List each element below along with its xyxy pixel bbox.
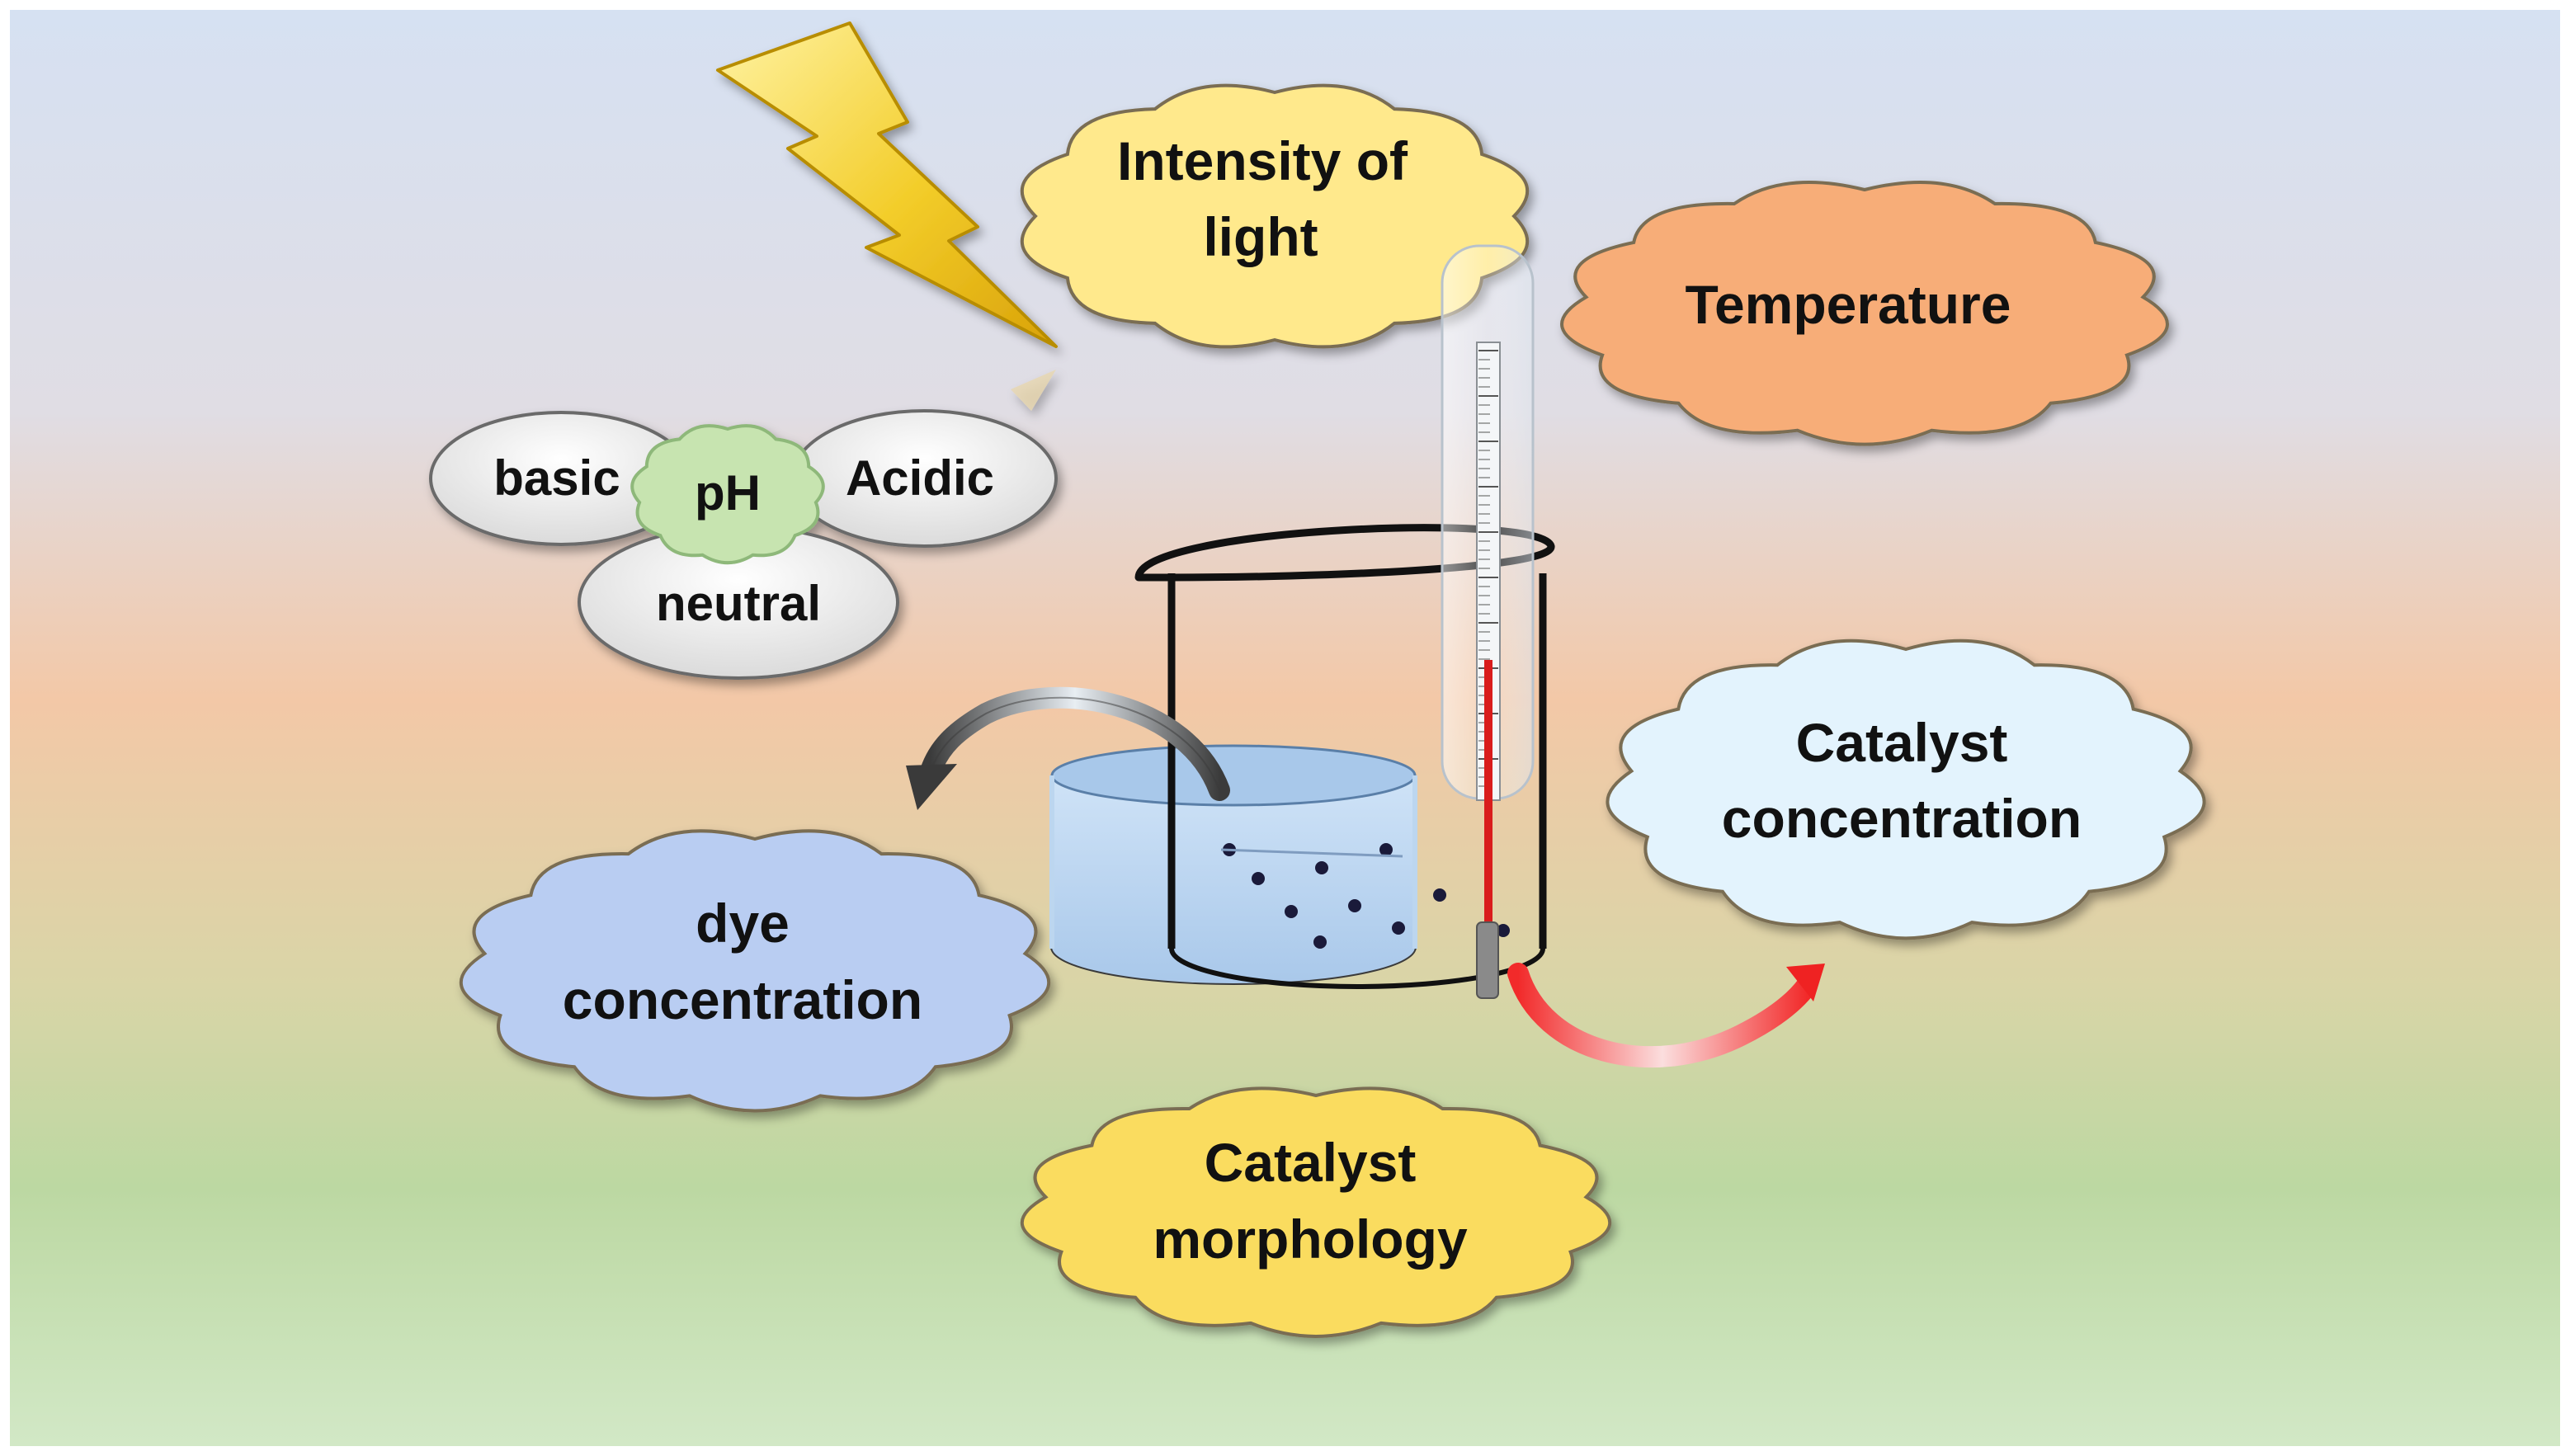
ph-option-basic: basic (493, 450, 620, 506)
factor-dye-concentration-line1: dye (696, 893, 790, 954)
beaker-icon (1049, 524, 1555, 989)
cloud-dye-concentration (459, 829, 1051, 1113)
factor-catalyst-concentration-line1: Catalyst (1796, 712, 2008, 773)
curved-arrow-icon (1507, 963, 1825, 1068)
factor-catalyst-morphology-line2: morphology (1153, 1209, 1468, 1270)
cloud-catalyst-concentration (1606, 638, 2206, 940)
factor-light-line1: Intensity of (1117, 130, 1408, 191)
ph-cluster (429, 409, 1058, 680)
lightning-bolt-icon (716, 21, 1058, 411)
factor-catalyst-concentration-line2: concentration (1722, 788, 2082, 849)
curved-arrow-icon (906, 686, 1230, 810)
cloud-catalyst-morphology (1020, 1086, 1612, 1338)
ph-option-neutral: neutral (656, 576, 821, 631)
factor-catalyst-morphology-line1: Catalyst (1205, 1132, 1417, 1193)
factor-temperature: Temperature (1686, 274, 2011, 335)
cloud-temperature (1560, 180, 2169, 446)
cloud-light (1020, 83, 1530, 349)
factor-light-line2: light (1203, 206, 1318, 267)
thermometer-icon (1441, 244, 1535, 999)
factor-dye-concentration-line2: concentration (563, 969, 922, 1030)
ph-center-blob (630, 424, 825, 565)
ph-option-acidic: Acidic (846, 450, 994, 506)
ph-center-label: pH (695, 465, 761, 521)
